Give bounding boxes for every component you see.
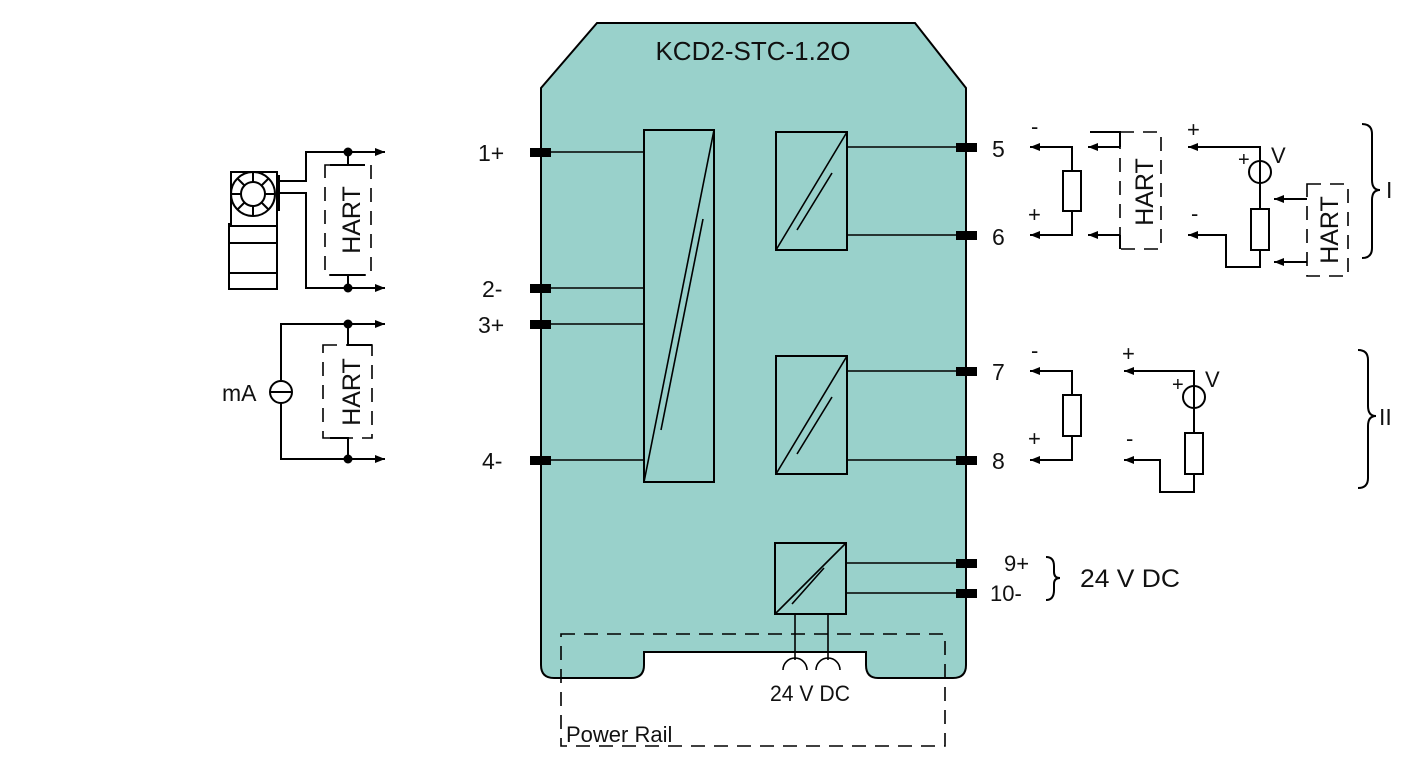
terminal-1-label: 1+ xyxy=(478,140,504,166)
terminal-2-label: 2- xyxy=(482,276,502,302)
terminal-9-label: 9+ xyxy=(1004,551,1029,576)
group2-volt-loop-minus: - xyxy=(1126,426,1133,451)
power-rail-label: Power Rail xyxy=(566,722,672,747)
group1-volt-loop-minus: - xyxy=(1191,201,1198,226)
supply-brace xyxy=(1045,556,1061,601)
group2-brace xyxy=(1357,349,1377,489)
group2-volt-resistor xyxy=(1184,432,1204,475)
transmitter-hart-label: HART xyxy=(338,186,366,254)
terminal-6-label: 6 xyxy=(992,224,1005,250)
transmitter-icon xyxy=(228,171,280,290)
current-source-label: mA xyxy=(222,380,257,406)
terminals-right: 5 6 7 8 9+ 10- 24 V DC xyxy=(956,136,1180,606)
group1-hart-b-label: HART xyxy=(1316,196,1344,264)
output-isolator-2-box xyxy=(775,355,848,475)
group1-volt-loop-plus: + xyxy=(1187,117,1200,142)
group2-load-minus: - xyxy=(1031,338,1038,363)
terminal-5[interactable] xyxy=(956,143,977,152)
rail-connector-minus xyxy=(815,657,841,671)
module-housing xyxy=(540,22,967,679)
power-rail: Power Rail xyxy=(560,633,946,747)
module-title: KCD2-STC-1.2O xyxy=(655,36,850,66)
terminal-4-label: 4- xyxy=(482,448,502,474)
output-group-2: - + + - + V II xyxy=(1028,338,1392,493)
group1-volt-plus: + xyxy=(1238,149,1250,171)
group2-load-resistor xyxy=(1062,394,1082,437)
output-isolator-1-box xyxy=(775,131,848,251)
group1-load-plus: + xyxy=(1028,202,1041,227)
group2-volt-label: V xyxy=(1205,367,1220,392)
terminal-1[interactable] xyxy=(530,148,551,157)
input-transmitter: HART xyxy=(228,147,385,293)
terminal-9[interactable] xyxy=(956,559,977,568)
terminal-3[interactable] xyxy=(530,320,551,329)
terminal-3-label: 3+ xyxy=(478,312,504,338)
input-current-source: mA HART xyxy=(222,319,385,464)
output-group-1: - + HART + - + V HART I xyxy=(1028,114,1392,277)
group2-load-plus: + xyxy=(1028,426,1041,451)
terminal-5-label: 5 xyxy=(992,136,1005,162)
group1-brace xyxy=(1361,123,1381,259)
terminal-8-label: 8 xyxy=(992,448,1005,474)
group1-label: I xyxy=(1386,177,1392,203)
group2-label: II xyxy=(1379,404,1392,430)
group1-load-resistor xyxy=(1062,170,1082,212)
terminal-4[interactable] xyxy=(530,456,551,465)
power-converter-box xyxy=(774,542,847,615)
module-body: KCD2-STC-1.2O xyxy=(540,22,967,679)
power-converter: 24 V DC xyxy=(770,542,966,706)
terminal-6[interactable] xyxy=(956,231,977,240)
terminals-left: 1+ 2- 3+ 4- xyxy=(478,140,551,474)
input-isolator-box xyxy=(643,129,715,483)
group1-hart-a-label: HART xyxy=(1131,158,1159,226)
output-isolator-2 xyxy=(775,355,966,475)
group2-volt-loop-plus: + xyxy=(1122,341,1135,366)
rail-voltage-label: 24 V DC xyxy=(770,681,850,706)
rail-connector-plus xyxy=(782,657,808,671)
current-source-hart-label: HART xyxy=(338,358,366,426)
input-isolator xyxy=(541,129,715,483)
group1-load-minus: - xyxy=(1031,114,1038,139)
terminal-7[interactable] xyxy=(956,367,977,376)
power-rail-outline xyxy=(560,633,946,747)
terminal-10[interactable] xyxy=(956,589,977,598)
group1-volt-label: V xyxy=(1271,143,1286,168)
group1-volt-resistor xyxy=(1250,208,1270,251)
output-isolator-1 xyxy=(775,131,966,251)
group2-volt-plus: + xyxy=(1172,374,1184,396)
terminal-7-label: 7 xyxy=(992,359,1005,385)
supply-voltage-label: 24 V DC xyxy=(1080,565,1180,593)
terminal-10-label: 10- xyxy=(990,581,1022,606)
terminal-2[interactable] xyxy=(530,284,551,293)
terminal-8[interactable] xyxy=(956,456,977,465)
